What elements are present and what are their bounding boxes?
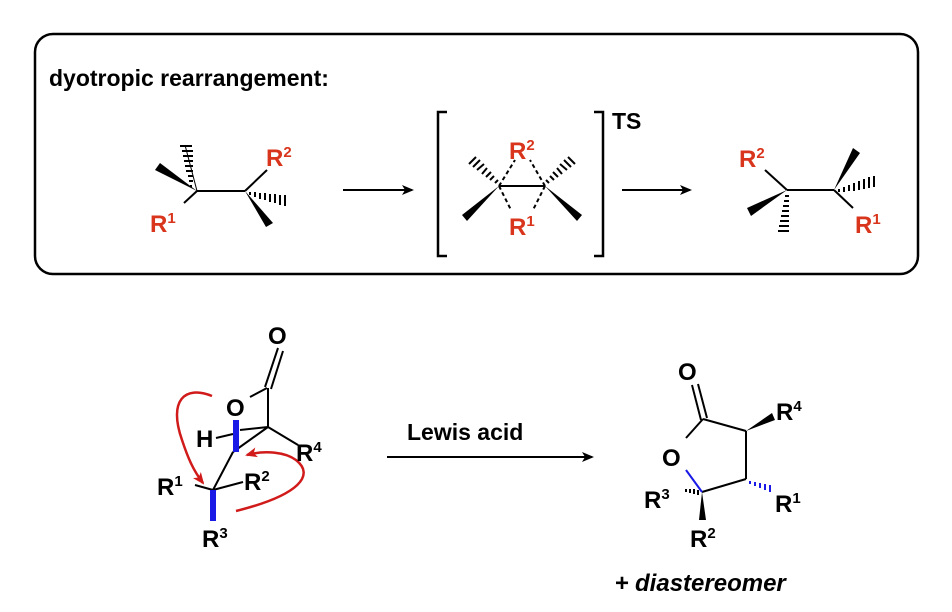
diastereomer-note: +diastereomer: [615, 570, 787, 597]
lactone-r2-label: R2: [244, 468, 270, 496]
reactant-structure: [155, 144, 286, 227]
product-carbonyl-o: O: [678, 359, 697, 386]
product-r2-label: R2: [739, 145, 765, 173]
ts-structure: [462, 156, 582, 221]
lactone-r3-label: R3: [202, 525, 228, 553]
ts-label: TS: [612, 108, 641, 134]
box-title: dyotropic rearrangement:: [49, 65, 329, 91]
lactone-ring-o: O: [226, 395, 245, 422]
hash-bond: [249, 192, 286, 206]
ts-r2-label: R2: [509, 137, 535, 165]
reactant-r2-label: R2: [266, 144, 292, 172]
product-r1-label: R1: [855, 211, 881, 239]
ts-r1-label: R1: [509, 213, 535, 241]
ts-bracket-right: [594, 110, 605, 258]
mechanism-box: [33, 32, 920, 276]
beta-lactone-structure: [175, 347, 305, 521]
curved-arrow-alkyl: [235, 447, 305, 513]
ts-bracket-left: [436, 110, 447, 258]
wedge-bond: [155, 163, 197, 191]
product-lactone-r3-label: R3: [644, 486, 670, 514]
lactone-h: H: [196, 426, 213, 453]
product-r4-label: R4: [776, 398, 802, 426]
reactant-r1-label: R1: [150, 210, 176, 238]
gamma-lactone-structure: [685, 383, 775, 520]
curved-arrow-oxygen: [175, 391, 213, 485]
hash-bond: [180, 144, 198, 192]
product-structure: [747, 148, 875, 232]
product-lactone-r1-label: R1: [775, 490, 801, 518]
wedge-bond: [245, 191, 273, 227]
lactone-r4-label: R4: [296, 439, 322, 467]
lactone-r1-label: R1: [157, 473, 183, 501]
lactone-carbonyl-o: O: [268, 323, 287, 350]
product-lactone-r2-label: R2: [690, 525, 716, 553]
reagent-label: Lewis acid: [407, 419, 523, 445]
product-ring-o: O: [662, 445, 681, 472]
